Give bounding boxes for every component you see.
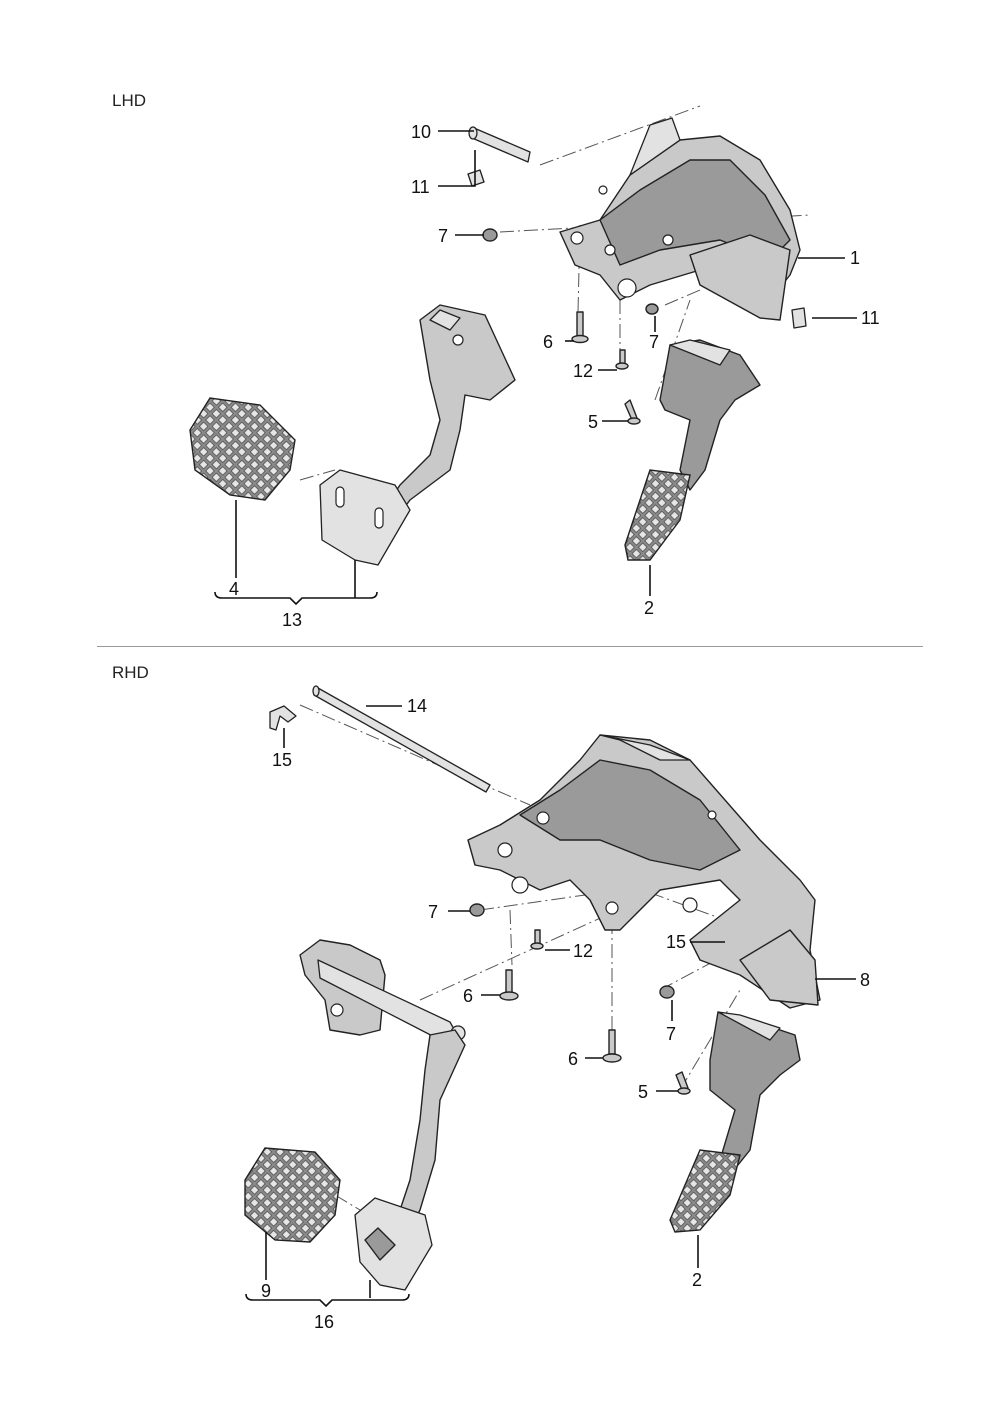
callout-10: 10 xyxy=(411,122,431,142)
lhd-retaining-clip xyxy=(467,169,485,187)
callout-14: 14 xyxy=(407,696,427,716)
lhd-assembly: 10 11 7 1 11 6 7 12 5 4 2 13 xyxy=(189,105,880,630)
lhd-axis-line xyxy=(664,289,701,306)
rhd-axis-line xyxy=(334,1194,361,1211)
lhd-axis-line xyxy=(577,224,581,313)
rhd-pedal-shaft xyxy=(312,685,491,793)
rhd-axis-line xyxy=(659,949,736,991)
callout-12: 12 xyxy=(573,361,593,381)
callout-4: 4 xyxy=(229,579,239,599)
rhd-axis-line xyxy=(679,989,741,1091)
lhd-screw xyxy=(615,349,629,370)
callout-15: 15 xyxy=(666,932,686,952)
callout-12: 12 xyxy=(573,941,593,961)
rhd-screw xyxy=(675,1071,691,1095)
rhd-bolt xyxy=(602,1029,622,1063)
rhd-pedal-arm xyxy=(299,939,466,1291)
callout-7: 7 xyxy=(666,1024,676,1044)
callout-6: 6 xyxy=(543,332,553,352)
lhd-axis-line xyxy=(299,469,336,481)
lhd-axis-line xyxy=(539,105,701,166)
lhd-nut xyxy=(482,228,498,242)
callout-2: 2 xyxy=(644,598,654,618)
callout-5: 5 xyxy=(588,412,598,432)
lhd-bolt xyxy=(571,311,589,344)
callout-1: 1 xyxy=(850,248,860,268)
rhd-brace xyxy=(245,1293,410,1308)
callout-7: 7 xyxy=(649,332,659,352)
callout-6: 6 xyxy=(463,986,473,1006)
rhd-axis-line xyxy=(509,909,513,966)
rhd-bolt xyxy=(499,969,519,1001)
callout-11: 11 xyxy=(411,177,430,197)
lhd-pedal-bracket xyxy=(559,117,801,321)
callout-5: 5 xyxy=(638,1082,648,1102)
lhd-pedal-arm xyxy=(319,304,516,566)
lhd-retaining-clip xyxy=(791,307,807,329)
rhd-retaining-clip xyxy=(269,705,297,731)
lhd-nut xyxy=(645,303,659,315)
lhd-pivot-pin xyxy=(468,126,531,163)
lhd-screw xyxy=(624,399,641,425)
rhd-leaders xyxy=(245,705,856,1308)
rhd-axis-line xyxy=(299,704,531,806)
callout-2: 2 xyxy=(692,1270,702,1290)
rhd-assembly: 14 15 7 15 12 8 6 7 6 5 2 9 16 xyxy=(244,685,870,1332)
lhd-pedal-pad xyxy=(189,397,296,501)
callout-7: 7 xyxy=(438,226,448,246)
callout-6: 6 xyxy=(568,1049,578,1069)
callout-7: 7 xyxy=(428,902,438,922)
section-label-rhd: RHD xyxy=(112,663,149,682)
rhd-pedal-pad xyxy=(244,1147,341,1243)
rhd-screw xyxy=(530,929,544,950)
rhd-pedal-bracket xyxy=(467,734,821,1009)
rhd-accelerator-pedal xyxy=(669,1011,801,1233)
callout-16: 16 xyxy=(314,1312,334,1332)
lhd-brace xyxy=(214,591,378,606)
lhd-accelerator-pedal xyxy=(624,339,761,561)
rhd-nut xyxy=(469,903,485,917)
callout-13: 13 xyxy=(282,610,302,630)
section-label-lhd: LHD xyxy=(112,91,147,110)
lhd-leaders xyxy=(214,130,857,606)
rhd-nut xyxy=(659,985,675,999)
callout-9: 9 xyxy=(261,1281,271,1301)
callout-11: 11 xyxy=(861,308,880,328)
callout-15: 15 xyxy=(272,750,292,770)
lhd-pedal-plate xyxy=(319,469,411,566)
callout-8: 8 xyxy=(860,970,870,990)
section-divider xyxy=(97,646,923,647)
